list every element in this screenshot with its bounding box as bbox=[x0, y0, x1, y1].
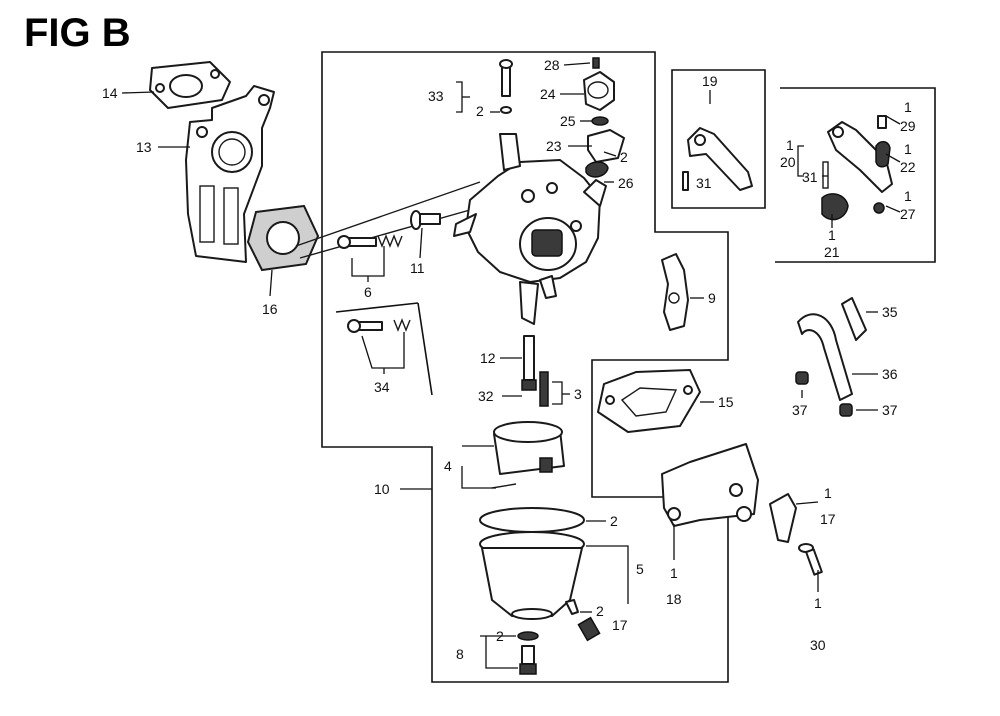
figure-title: FIG B bbox=[24, 11, 131, 55]
callout-9: 9 bbox=[708, 290, 716, 306]
callout-25: 25 bbox=[560, 113, 576, 129]
throttle-lever-group bbox=[821, 115, 893, 221]
callout-37-right: 37 bbox=[882, 402, 898, 418]
callout-36: 36 bbox=[882, 366, 898, 382]
callout-5: 5 bbox=[636, 561, 644, 577]
callout-4: 4 bbox=[444, 458, 452, 474]
screw-set-divider-2 bbox=[417, 302, 433, 396]
callout-8: 8 bbox=[456, 646, 464, 662]
float-chamber-gasket bbox=[597, 369, 701, 433]
callout-16: 16 bbox=[262, 301, 278, 317]
callout-27: 27 bbox=[900, 206, 916, 222]
callout-37-left: 37 bbox=[792, 402, 808, 418]
callout-17-clip-qty: 1 bbox=[824, 485, 832, 501]
callout-22: 22 bbox=[900, 159, 916, 175]
callout-21: 21 bbox=[824, 244, 840, 260]
float-arm bbox=[661, 253, 689, 331]
leader-lines bbox=[121, 62, 901, 669]
callout-10: 10 bbox=[374, 481, 390, 497]
insulator-gasket bbox=[149, 61, 231, 109]
vent-cap-assembly bbox=[583, 57, 625, 178]
callout-13: 13 bbox=[136, 139, 152, 155]
callout-29-qty: 1 bbox=[904, 99, 912, 115]
callout-19: 19 bbox=[702, 73, 718, 89]
callout-6: 6 bbox=[364, 284, 372, 300]
choke-lever-box bbox=[671, 69, 766, 209]
callout-17-clip: 17 bbox=[820, 511, 836, 527]
float-chamber bbox=[479, 507, 601, 675]
bracket-bolt bbox=[798, 543, 823, 576]
callout-22-qty: 1 bbox=[904, 141, 912, 157]
callout-32: 32 bbox=[478, 388, 494, 404]
idle-screw-set bbox=[347, 318, 411, 333]
callout-35: 35 bbox=[882, 304, 898, 320]
callout-17-bowl: 17 bbox=[612, 617, 628, 633]
callout-27-qty: 1 bbox=[904, 188, 912, 204]
callout-30: 30 bbox=[810, 637, 826, 653]
callout-23: 23 bbox=[546, 138, 562, 154]
callout-31-choke: 31 bbox=[696, 175, 712, 191]
callout-12: 12 bbox=[480, 350, 496, 366]
choke-lever bbox=[682, 127, 753, 191]
callout-11: 11 bbox=[410, 260, 425, 276]
screw-set-divider bbox=[335, 302, 419, 313]
mounting-bracket bbox=[185, 85, 275, 263]
carburetor-group-border bbox=[321, 51, 729, 683]
callout-30-qty: 1 bbox=[814, 595, 822, 611]
callout-15: 15 bbox=[718, 394, 734, 410]
callout-8-qty: 2 bbox=[496, 628, 504, 644]
callout-18-qty: 1 bbox=[670, 565, 678, 581]
callout-24: 24 bbox=[540, 86, 556, 102]
callout-21-qty: 1 bbox=[828, 227, 836, 243]
callout-28: 28 bbox=[544, 57, 560, 73]
callout-23-qty: 2 bbox=[620, 149, 628, 165]
callout-26: 26 bbox=[618, 175, 634, 191]
callout-31-throttle: 31 bbox=[802, 169, 818, 185]
callout-18: 18 bbox=[666, 591, 682, 607]
callout-20-qty: 1 bbox=[786, 137, 794, 153]
callout-29: 29 bbox=[900, 118, 916, 134]
callout-34: 34 bbox=[374, 379, 390, 395]
callout-labels: 14 13 16 33 2 28 24 25 23 2 26 19 31 1 2… bbox=[102, 57, 916, 662]
throttle-stop-screw bbox=[337, 234, 403, 249]
main-jet-assembly bbox=[521, 335, 549, 407]
carburetor-gasket bbox=[246, 204, 320, 272]
callout-20: 20 bbox=[780, 154, 796, 170]
carburetor-body bbox=[453, 133, 607, 325]
callout-14: 14 bbox=[102, 85, 118, 101]
callout-5-qty: 2 bbox=[610, 513, 618, 529]
callout-33-qty: 2 bbox=[476, 103, 484, 119]
fuel-tube-set bbox=[795, 297, 867, 417]
choke-bracket bbox=[661, 443, 759, 527]
pilot-jet-screw bbox=[410, 210, 441, 230]
fuel-clip bbox=[769, 493, 797, 543]
pilot-screw bbox=[499, 59, 513, 114]
callout-33: 33 bbox=[428, 88, 444, 104]
throttle-lever-box bbox=[775, 87, 936, 263]
callout-17-bowl-qty: 2 bbox=[596, 603, 604, 619]
float bbox=[491, 421, 565, 489]
callout-3: 3 bbox=[574, 386, 582, 402]
